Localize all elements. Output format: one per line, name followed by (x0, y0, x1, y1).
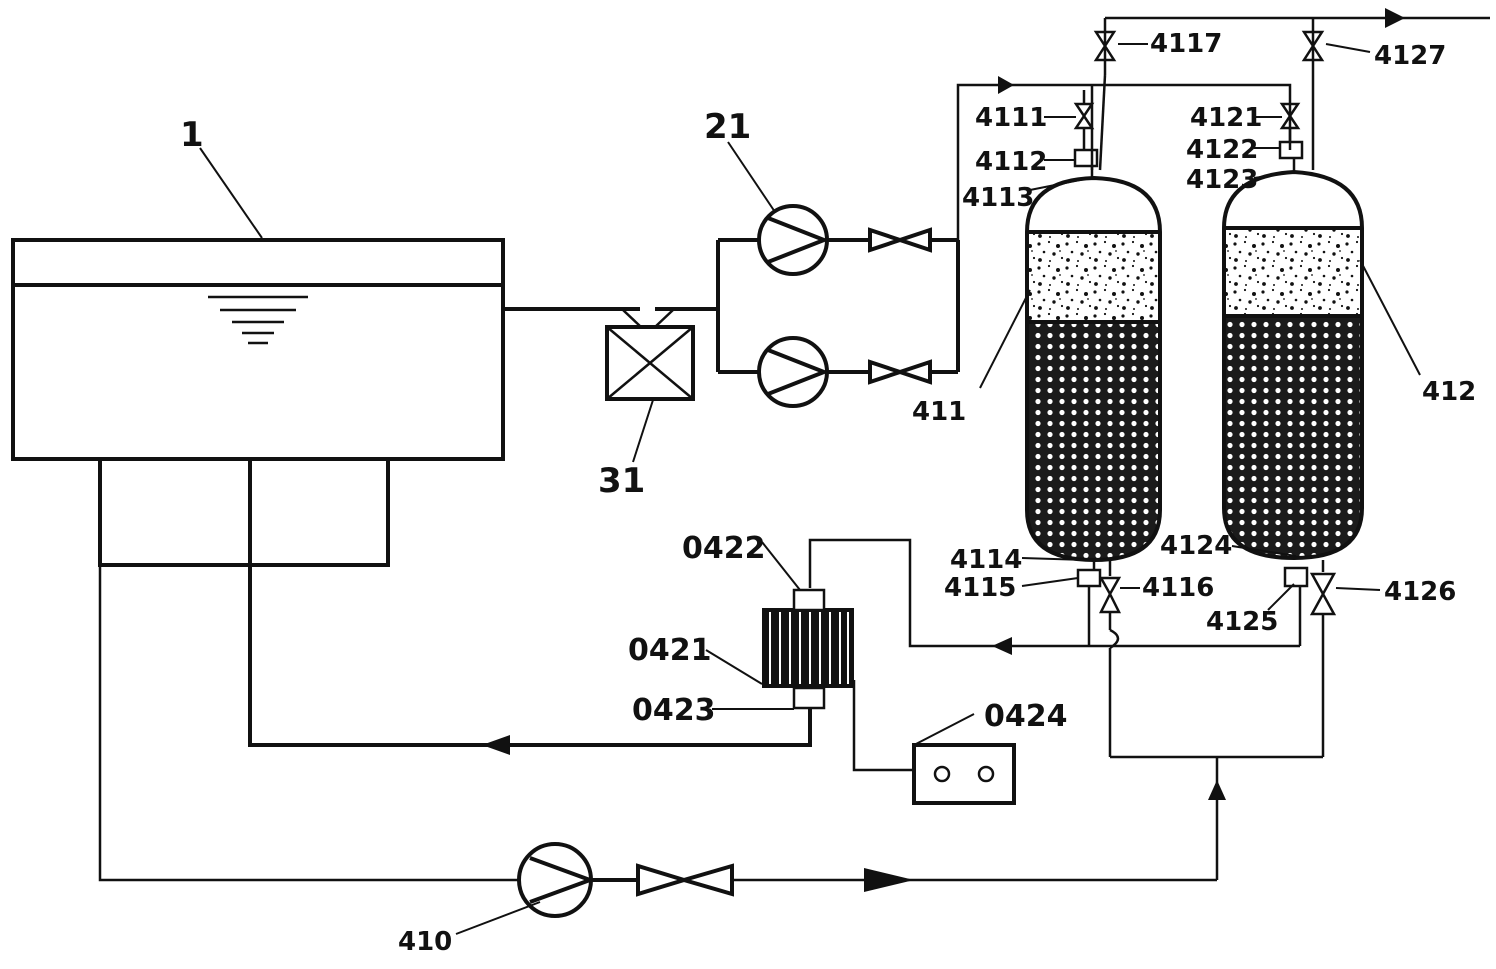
label-pump-21: 21 (704, 107, 751, 147)
label-4112: 4112 (975, 147, 1047, 177)
label-4125: 4125 (1206, 607, 1278, 637)
vent-assembly-right (1278, 102, 1304, 172)
label-4122: 4122 (1186, 135, 1258, 165)
bottom-fittings-left (1076, 560, 1122, 757)
return-line (808, 538, 1300, 655)
filter-unit (605, 309, 695, 401)
label-0421: 0421 (628, 633, 712, 668)
recirculation-line (98, 565, 1217, 918)
bottom-fittings-right (1283, 560, 1337, 757)
heat-exchanger (762, 588, 854, 710)
adsorption-column-right (1222, 169, 1364, 561)
valve-lower-icon (868, 359, 932, 385)
label-4124: 4124 (1160, 531, 1232, 561)
label-4127: 4127 (1374, 41, 1446, 71)
label-tank: 1 (180, 115, 204, 155)
leader-lines (199, 43, 1421, 935)
label-column-411: 411 (912, 397, 966, 427)
vent-assembly-left (1073, 90, 1099, 180)
label-0422: 0422 (682, 531, 766, 566)
valve-upper-icon (868, 227, 932, 253)
pump-upper (757, 204, 830, 276)
label-0424: 0424 (984, 699, 1068, 734)
pump-lower (757, 336, 830, 408)
adsorption-column-left (1025, 175, 1162, 563)
header-bottom-box (792, 686, 826, 710)
label-4115: 4115 (944, 573, 1016, 603)
label-4113: 4113 (962, 183, 1034, 213)
label-4121: 4121 (1190, 103, 1262, 133)
distribution-header (1110, 755, 1323, 880)
label-filter-31: 31 (598, 461, 645, 501)
header-top-box (792, 588, 826, 612)
label-4114: 4114 (950, 545, 1022, 575)
return-to-tank-line (248, 459, 812, 755)
controller-box (852, 680, 1016, 805)
label-4126: 4126 (1384, 577, 1456, 607)
label-4117: 4117 (1150, 29, 1222, 59)
label-pump-410: 410 (398, 927, 452, 957)
label-4116: 4116 (1142, 573, 1214, 603)
label-4111: 4111 (975, 103, 1047, 133)
valve-410-icon (636, 863, 691, 897)
labels: 1 21 31 4117 4127 4111 4112 4113 4121 41… (180, 29, 1476, 957)
label-4123: 4123 (1186, 165, 1258, 195)
storage-tank (11, 238, 505, 567)
label-0423: 0423 (632, 693, 716, 728)
top-outlet-line (1093, 8, 1490, 171)
flow-arrow-icon (998, 76, 1014, 94)
label-column-412: 412 (1422, 377, 1476, 407)
